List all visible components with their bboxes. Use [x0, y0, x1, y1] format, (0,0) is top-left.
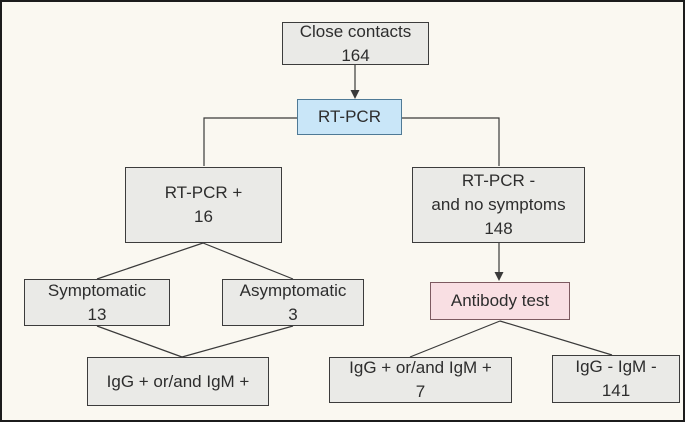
node-igg-igm-negative-count: 141: [601, 381, 631, 400]
node-close-contacts: Close contacts 164: [282, 22, 429, 65]
node-igg-igm-positive-left-label: IgG + or/and IgM +: [106, 371, 250, 391]
edge-symptomatic-igg: [96, 325, 183, 358]
edge-pos-symptomatic: [96, 242, 204, 280]
node-asymptomatic-label: Asymptomatic: [239, 280, 347, 300]
node-rt-pcr: RT-PCR: [297, 99, 402, 135]
node-rt-pcr-positive-count: 16: [194, 207, 213, 226]
node-igg-igm-negative: IgG - IgM - 141: [552, 355, 680, 403]
edge-rtpcr-negative: [402, 117, 500, 166]
node-asymptomatic: Asymptomatic 3: [222, 279, 364, 326]
node-rt-pcr-label: RT-PCR: [318, 107, 381, 127]
edge-antibody-iggpos: [409, 320, 501, 358]
node-symptomatic-count: 13: [87, 304, 107, 324]
node-symptomatic-label: Symptomatic: [47, 280, 147, 300]
arrowhead-rtpcr: [350, 90, 360, 99]
node-rt-pcr-positive: RT-PCR + 16: [125, 167, 282, 243]
node-close-contacts-count: 164: [341, 45, 370, 65]
edge-pos-asymptomatic: [202, 242, 294, 280]
node-asymptomatic-count: 3: [288, 304, 298, 324]
edge-asymptomatic-igg: [181, 325, 294, 358]
node-igg-igm-negative-label: IgG - IgM -: [575, 357, 657, 377]
node-rt-pcr-negative-label: RT-PCR -: [461, 171, 536, 191]
arrowhead-antibody: [494, 272, 504, 281]
node-igg-igm-positive-left: IgG + or/and IgM +: [87, 357, 269, 406]
node-antibody-test-label: Antibody test: [450, 291, 550, 311]
node-symptomatic: Symptomatic 13: [24, 279, 170, 326]
node-igg-igm-positive-right: IgG + or/and IgM + 7: [329, 357, 512, 403]
node-rt-pcr-negative-count: 148: [484, 218, 513, 238]
node-igg-igm-positive-right-count: 7: [415, 382, 426, 401]
edge-rtpcr-positive: [203, 117, 297, 166]
node-rt-pcr-negative-sublabel: and no symptoms: [431, 195, 566, 215]
node-rt-pcr-negative: RT-PCR - and no symptoms 148: [412, 167, 585, 243]
node-close-contacts-label: Close contacts: [299, 21, 412, 41]
node-igg-igm-positive-right-label: IgG + or/and IgM +: [349, 358, 492, 378]
edge-antibody-iggneg: [499, 320, 613, 356]
node-antibody-test: Antibody test: [430, 282, 570, 320]
node-rt-pcr-positive-label: RT-PCR +: [164, 183, 243, 203]
